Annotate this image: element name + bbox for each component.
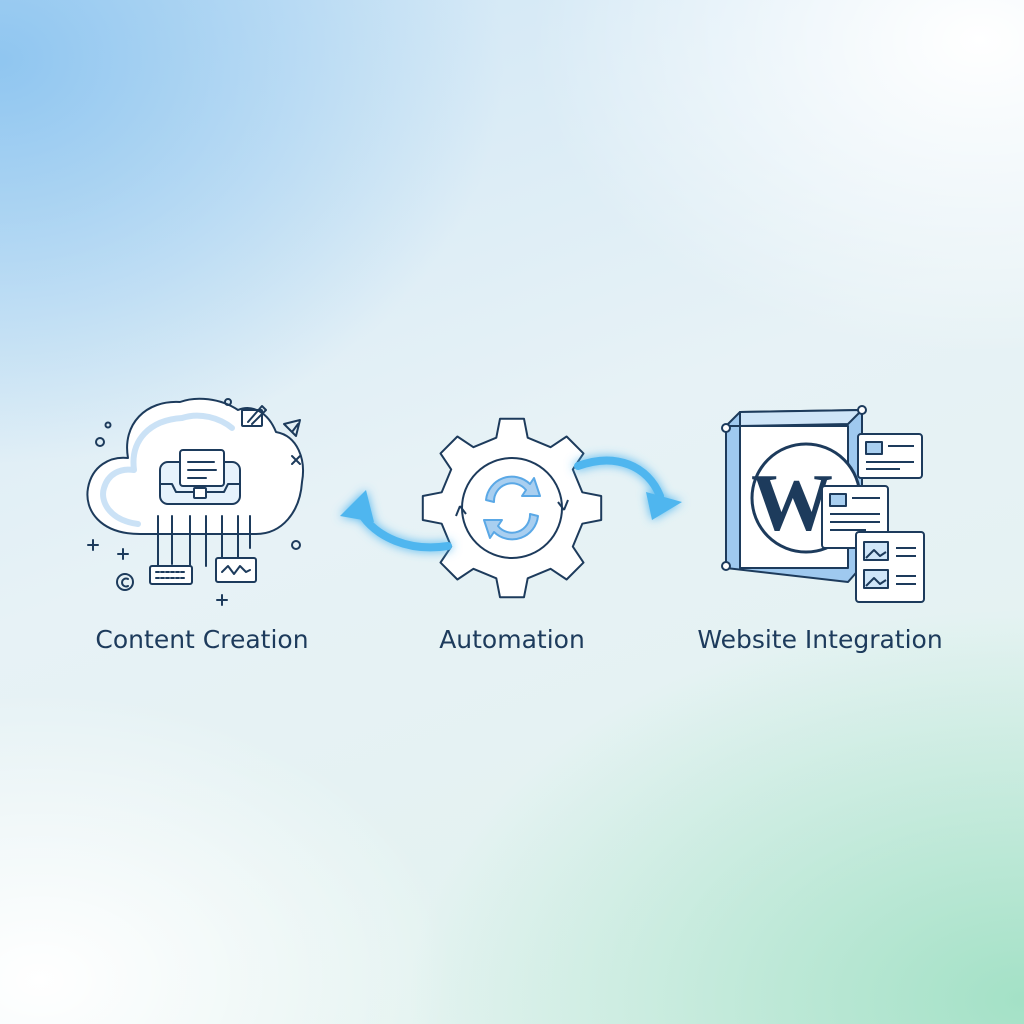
gear-sync-icon: [421, 417, 603, 599]
cloud-content-icon: [86, 397, 304, 606]
dot-icon: [95, 437, 105, 447]
keyboard-icon: [149, 565, 193, 585]
profile-card-icon: [857, 433, 923, 479]
dot-icon: [291, 540, 301, 550]
plus-icon: [216, 594, 228, 606]
wordpress-glyph: W: [751, 457, 833, 548]
dot-icon: [104, 421, 112, 429]
sync-arrows-icon: [483, 475, 541, 541]
step-label-automation: Automation: [439, 625, 585, 654]
flow-arrow-right: [574, 456, 682, 520]
plus-icon: [87, 539, 99, 551]
close-icon: [291, 455, 301, 465]
document-tray-icon: [159, 449, 241, 505]
chart-card-icon: [215, 557, 257, 583]
gallery-card-icon: [855, 531, 925, 603]
edit-icon: [241, 405, 267, 427]
plus-icon: [117, 548, 129, 560]
check-badge-icon: [283, 419, 301, 437]
dot-icon: [224, 398, 232, 406]
copyright-icon: [116, 573, 134, 591]
wordpress-site-icon: W: [721, 405, 925, 603]
flow-arrow-left: [340, 490, 452, 552]
step-label-website-integration: Website Integration: [697, 625, 943, 654]
step-label-content-creation: Content Creation: [95, 625, 309, 654]
